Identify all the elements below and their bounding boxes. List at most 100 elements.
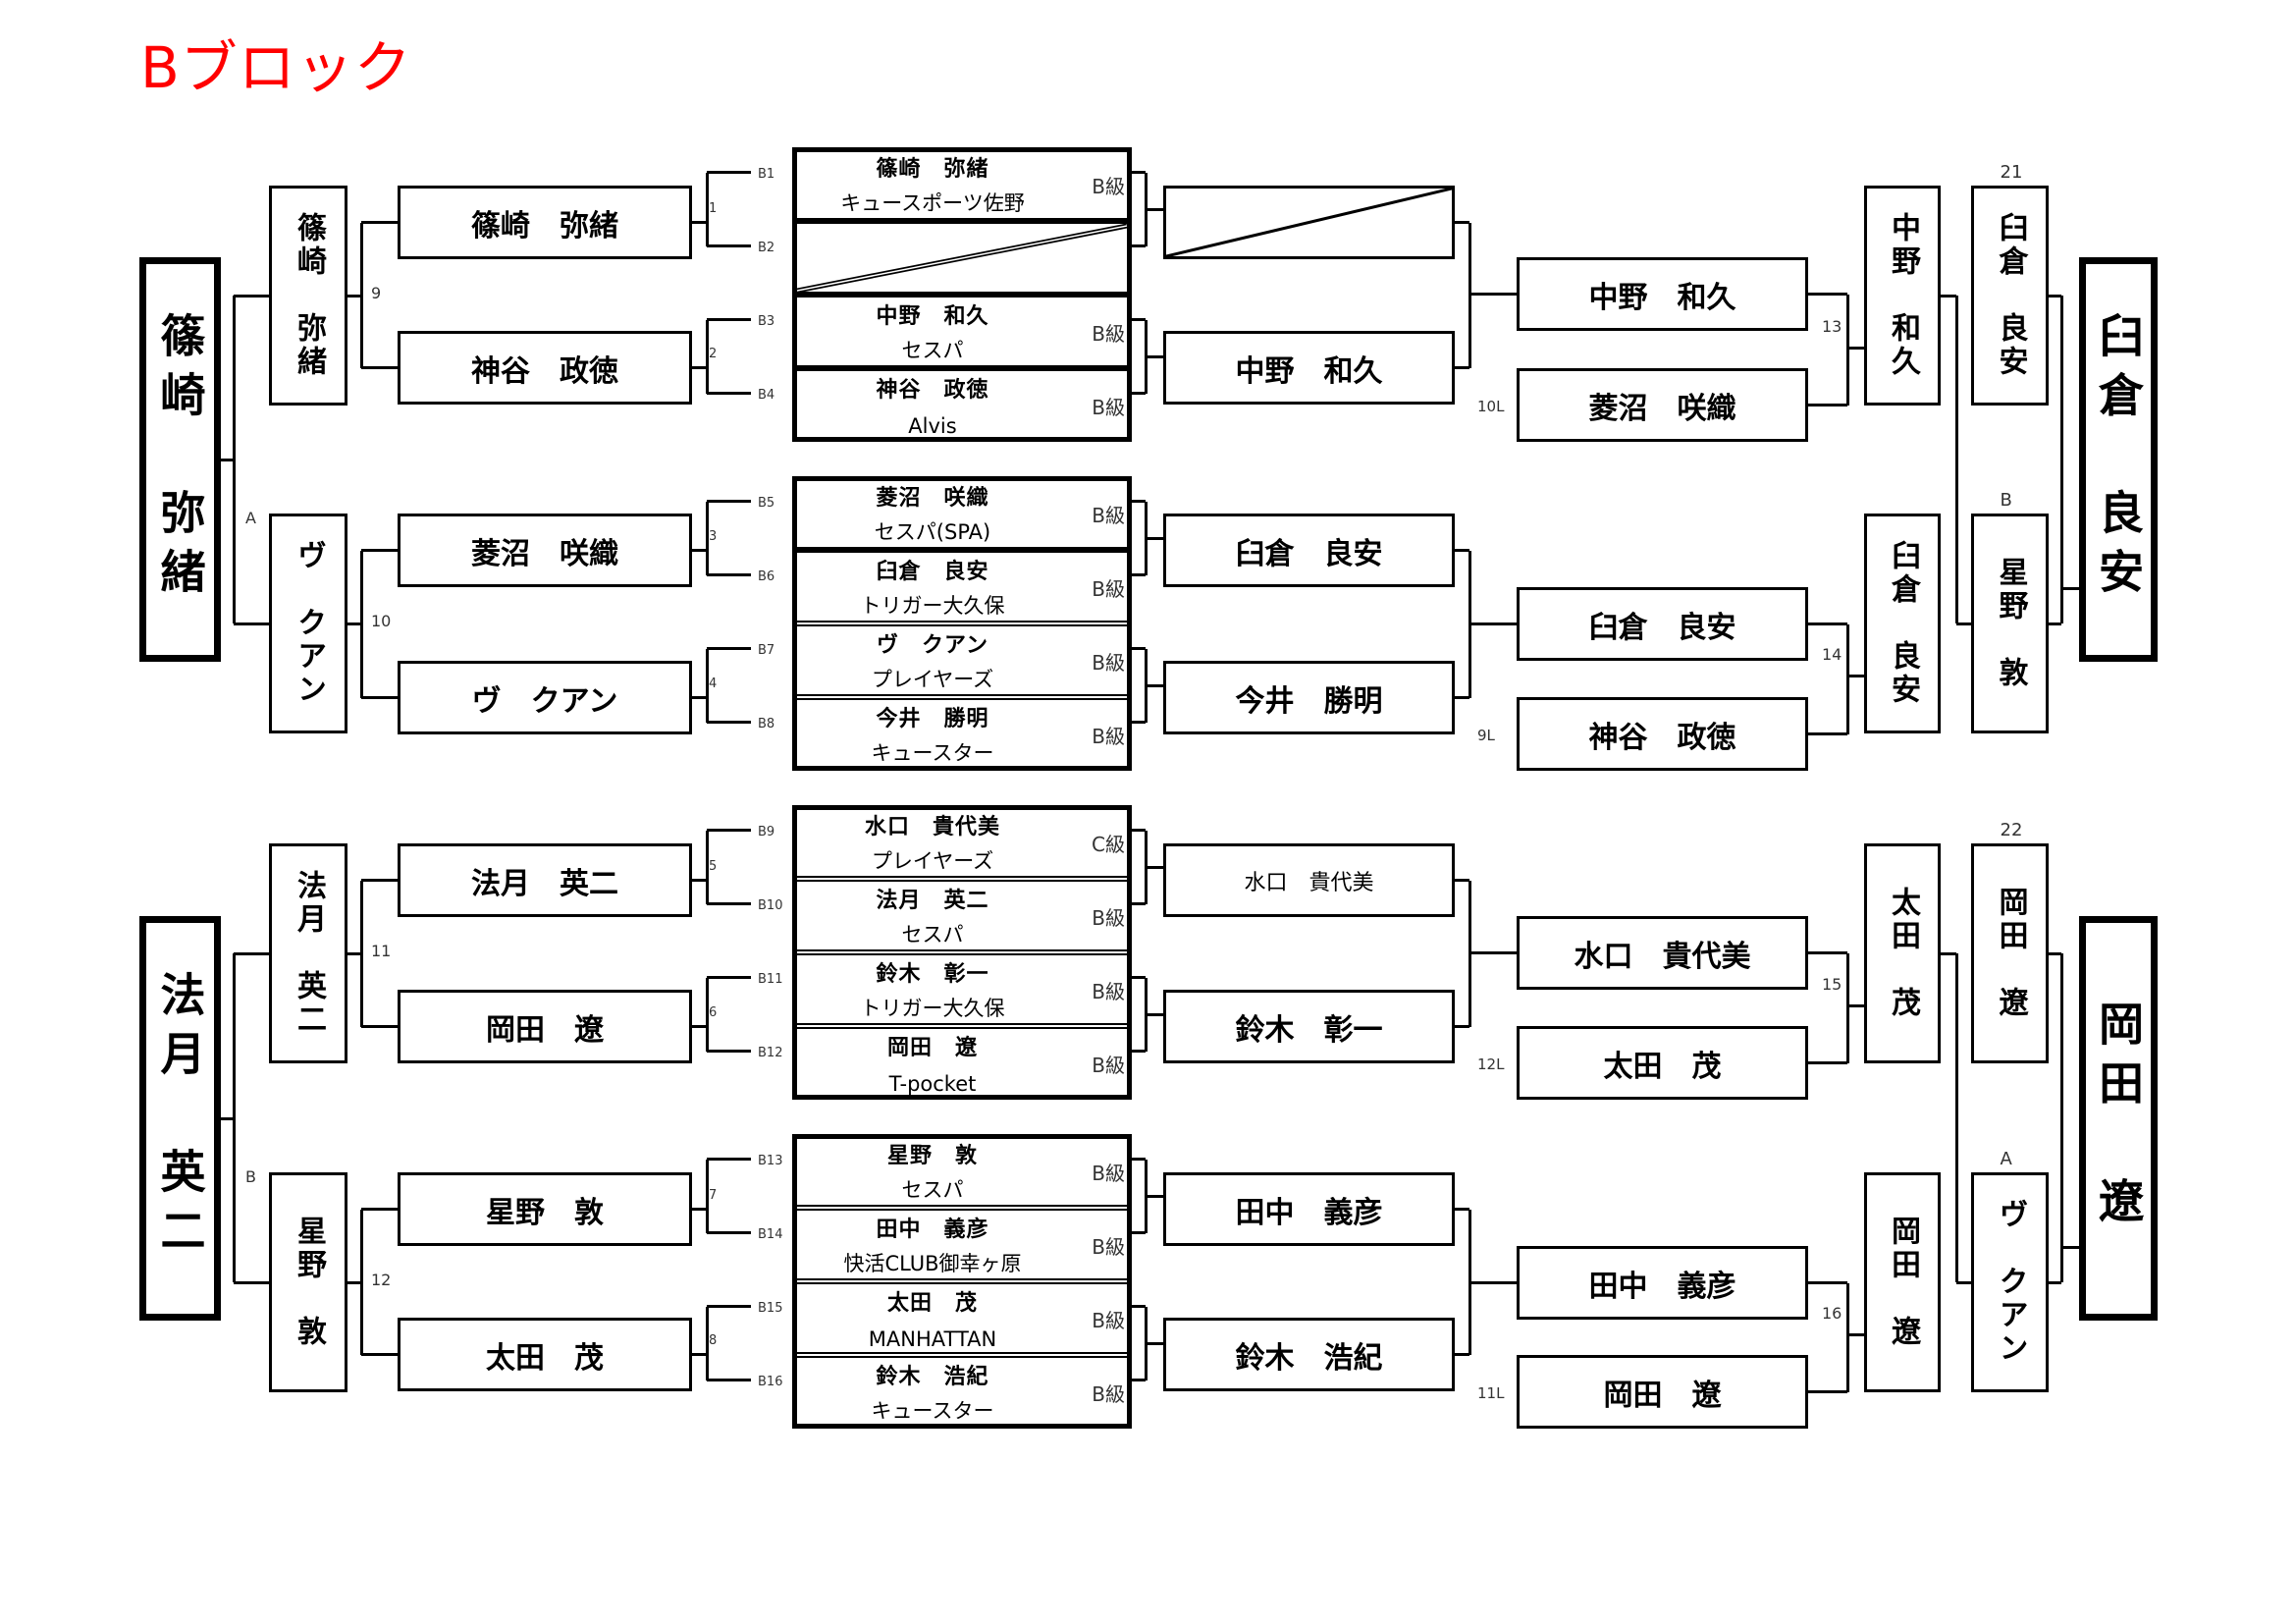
round1-winner: 鈴木 浩紀	[1163, 1318, 1455, 1391]
connector-line	[692, 221, 707, 224]
entry-club: プレイヤーズ	[871, 849, 994, 873]
connector-line	[707, 647, 751, 650]
match-label: 5	[709, 858, 718, 874]
connector-line	[1132, 976, 1146, 979]
slot-divider	[797, 694, 1127, 700]
entry-grade: B級	[1092, 651, 1125, 675]
connector-line	[2049, 622, 2061, 625]
round2-player-right: 太田 茂	[1517, 1026, 1808, 1100]
entry-club: プレイヤーズ	[871, 668, 994, 691]
connector-line	[232, 296, 236, 623]
connector-line	[234, 622, 269, 625]
entry-club: キュースター	[871, 1399, 994, 1423]
connector-line	[1132, 829, 1146, 832]
entry-grade: B級	[1092, 1235, 1125, 1259]
match-label: 8	[709, 1332, 718, 1348]
entry-club: セスパ	[901, 923, 964, 947]
match-label: 15	[1822, 975, 1842, 995]
connector-line	[1146, 1341, 1163, 1345]
match-label: B7	[758, 642, 775, 658]
slot-divider	[797, 621, 1127, 626]
entry-name: 篠崎 弥緒	[876, 157, 989, 182]
connector-line	[359, 550, 363, 698]
player-name: 神谷 政徳	[471, 353, 618, 389]
round1-player-left: 菱沼 咲織	[398, 514, 692, 587]
connector-line	[1956, 622, 1971, 625]
player-name: 篠崎 弥緒	[153, 312, 207, 607]
round2-player-right: 神谷 政徳	[1517, 697, 1808, 771]
connector-line	[1146, 683, 1163, 687]
connector-line	[705, 830, 709, 904]
connector-line	[234, 1280, 269, 1284]
entry-name: 今井 勝明	[876, 707, 989, 731]
entry-grade: B級	[1092, 1162, 1125, 1185]
connector-line	[234, 951, 269, 955]
connector-line	[359, 1209, 363, 1355]
entry-grade: B級	[1092, 906, 1125, 930]
connector-line	[692, 1025, 707, 1028]
connector-line	[1808, 1281, 1847, 1284]
round4-player: 岡田 遼	[1971, 843, 2049, 1063]
connector-line	[361, 549, 398, 552]
player-name: 水口 貴代美	[1574, 939, 1751, 974]
connector-line	[1132, 318, 1146, 321]
round1-player-left: ヴ クアン	[398, 661, 692, 734]
connector-line	[1808, 1390, 1847, 1393]
connector-line	[707, 392, 751, 395]
connector-line	[1954, 296, 1958, 623]
connector-line	[361, 221, 398, 224]
connector-line	[2059, 296, 2063, 623]
round1-winner: 水口 貴代美	[1163, 843, 1455, 917]
match-label: 3	[709, 528, 718, 544]
player-name: 中野 和久	[1588, 280, 1736, 315]
connector-line	[1845, 1282, 1849, 1392]
slot-divider	[797, 365, 1127, 371]
connector-line	[1455, 366, 1469, 369]
match-label: 10L	[1477, 397, 1505, 415]
player-name: 太田 茂	[1886, 887, 1920, 1020]
entry-name: 神谷 政徳	[876, 378, 989, 403]
entry-name: 太田 茂	[886, 1291, 978, 1316]
match-label: B3	[758, 313, 775, 329]
connector-line	[361, 366, 398, 369]
entry-club: 快活CLUB御幸ヶ原	[843, 1252, 1022, 1275]
match-label: B16	[758, 1374, 783, 1389]
entry-club: セスパ	[901, 339, 964, 362]
round2-player-left: 篠崎 弥緒	[269, 186, 347, 406]
player-name: 法月 英二	[292, 870, 326, 1037]
player-name: 田中 義彦	[1588, 1269, 1736, 1304]
entry-slot[interactable]	[797, 221, 1127, 295]
round1-player-left: 神谷 政徳	[398, 331, 692, 405]
entry-club: キュースポーツ佐野	[840, 191, 1025, 215]
connector-line	[1469, 951, 1517, 954]
entry-club: Alvis	[908, 414, 957, 438]
connector-line	[1146, 1012, 1163, 1016]
connector-line	[1132, 392, 1146, 395]
connector-line	[1132, 1379, 1146, 1381]
player-name: 臼倉 良安	[1588, 610, 1736, 645]
round3-player: 岡田 遼	[1864, 1172, 1941, 1392]
entry-slot[interactable]: 菱沼 咲織セスパ(SPA)B級	[797, 476, 1127, 550]
entry-name: 岡田 遼	[886, 1036, 978, 1060]
entry-club: キュースター	[871, 741, 994, 765]
connector-line	[692, 366, 707, 369]
connector-line	[1132, 902, 1146, 905]
connector-line	[1146, 865, 1163, 869]
entry-name: ヴ クアン	[876, 633, 989, 658]
connector-line	[1132, 647, 1146, 650]
entry-slot[interactable]: ヴ クアンプレイヤーズ B級	[797, 623, 1127, 697]
